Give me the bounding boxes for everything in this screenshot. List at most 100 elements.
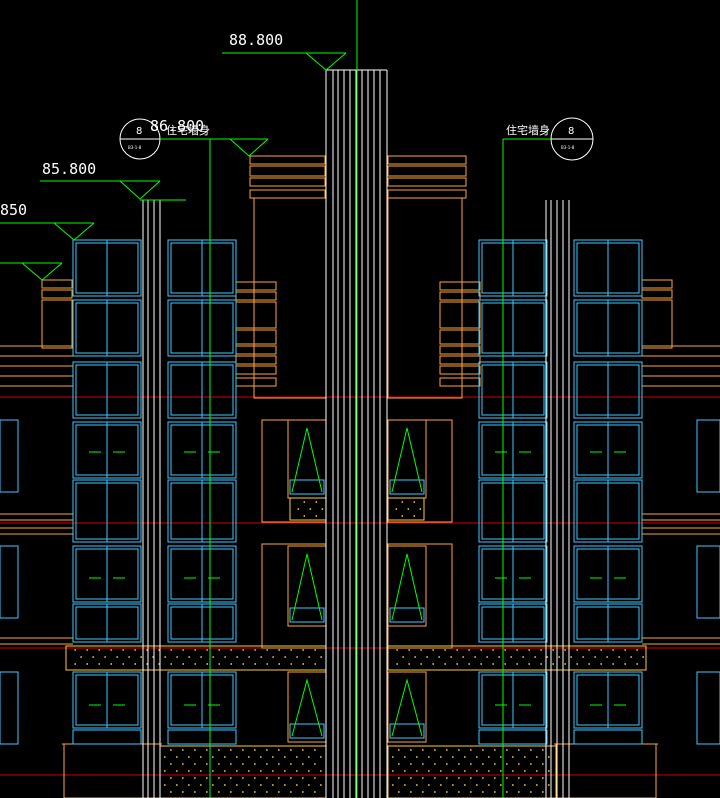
floor-hatch-right-dot: [540, 663, 543, 665]
door-hatch-dot: [315, 515, 318, 517]
floor-hatch-right-dot: [576, 649, 579, 651]
floor-hatch-left-dot: [122, 663, 125, 665]
base-hatch-left-dot: [265, 791, 268, 793]
floor-hatch-right-dot: [588, 649, 591, 651]
floor-hatch-left-dot: [230, 663, 233, 665]
door-swing: [391, 553, 423, 621]
floor-hatch-right-dot: [420, 663, 423, 665]
floor-hatch-right-dot: [558, 656, 561, 658]
base-hatch-left-dot: [187, 770, 190, 772]
base-hatch-left-dot: [211, 770, 214, 772]
base-hatch-left-dot: [253, 777, 256, 779]
base-hatch-left-dot: [283, 756, 286, 758]
base-hatch-left-dot: [163, 770, 166, 772]
base-hatch-left-dot: [235, 784, 238, 786]
base-hatch-right-dot: [409, 749, 412, 751]
door-hatch-dot: [419, 508, 422, 510]
floor-hatch-right-dot: [576, 663, 579, 665]
left-balcony-slab: [235, 365, 277, 375]
floor-hatch-left-dot: [116, 656, 119, 658]
base-hatch-left-dot: [217, 763, 220, 765]
floor-hatch-right-dot: [456, 663, 459, 665]
base-hatch-left-dot: [277, 777, 280, 779]
base-hatch-left-dot: [259, 770, 262, 772]
core-wall-left: [253, 197, 327, 399]
door-hatch-dot: [407, 508, 410, 510]
window-col-b-pane-inner: [170, 482, 234, 540]
base-hatch-right-dot: [397, 791, 400, 793]
base-hatch-right-dot: [433, 791, 436, 793]
base-hatch-right-dot: [469, 763, 472, 765]
base-hatch-left-dot: [241, 749, 244, 751]
base-hatch-left-dot: [217, 791, 220, 793]
base-hatch-left-dot: [319, 784, 322, 786]
base-hatch-right-dot: [469, 777, 472, 779]
base-hatch-right-dot: [415, 784, 418, 786]
base-hatch-right-dot: [421, 791, 424, 793]
floor-hatch-right-dot: [624, 649, 627, 651]
floor-hatch-left-dot: [86, 663, 89, 665]
door-swing: [291, 427, 323, 493]
base-hatch-left-dot: [283, 784, 286, 786]
edge-window: [0, 671, 19, 745]
base-hatch-right-dot: [529, 763, 532, 765]
door-sill: [389, 723, 425, 739]
floor-hatch-right-dot: [420, 649, 423, 651]
mid-bay: [387, 419, 453, 523]
core-wall-right: [387, 197, 463, 399]
floor-hatch-left-dot: [110, 649, 113, 651]
floor-hatch-right-dot: [498, 656, 501, 658]
base-hatch-left-dot: [181, 777, 184, 779]
base-hatch-left-dot: [277, 791, 280, 793]
floor-hatch-left-dot: [170, 649, 173, 651]
base-hatch-right-dot: [517, 763, 520, 765]
base-hatch-right-dot: [493, 763, 496, 765]
floor-hatch-right-dot: [468, 649, 471, 651]
base-hatch-left-dot: [247, 770, 250, 772]
floor-hatch-right-dot: [432, 649, 435, 651]
base-hatch-right-dot: [505, 791, 508, 793]
floor-hatch-right-dot: [474, 656, 477, 658]
base-hatch-right-dot: [397, 777, 400, 779]
detail-tag-right-number: 8: [568, 126, 574, 137]
base-hatch-left-dot: [211, 756, 214, 758]
floor-hatch-left-dot: [266, 649, 269, 651]
door-frame: [387, 671, 427, 743]
window-col-c-sill: [478, 729, 548, 745]
base-hatch-left-dot: [193, 763, 196, 765]
window-col-c-pane-inner: [481, 606, 545, 640]
base-hatch-right-dot: [415, 756, 418, 758]
right-balcony-slab: [439, 329, 481, 345]
base-hatch-right-dot: [427, 756, 430, 758]
floor-hatch-right-dot: [504, 663, 507, 665]
base-hatch-right-dot: [415, 770, 418, 772]
base-hatch-left-dot: [169, 749, 172, 751]
base-hatch-left-dot: [253, 763, 256, 765]
floor-hatch-left-dot: [290, 663, 293, 665]
floor-hatch-left-dot: [320, 656, 323, 658]
door-hatch-dot: [401, 501, 404, 503]
door-hatch-dot: [303, 515, 306, 517]
floor-hatch-left-dot: [164, 656, 167, 658]
floor-hatch-right-dot: [456, 649, 459, 651]
base-hatch-right-dot: [451, 770, 454, 772]
window-col-d-pane-inner: [576, 424, 640, 476]
base-hatch-left-dot: [295, 770, 298, 772]
crown-cap: [387, 155, 467, 165]
base-hatch-right-dot: [487, 770, 490, 772]
base-hatch-right-dot: [523, 784, 526, 786]
base-hatch-right-dot: [493, 791, 496, 793]
base-hatch-left-dot: [187, 756, 190, 758]
base-hatch-right-dot: [529, 777, 532, 779]
base-hatch-left-dot: [181, 763, 184, 765]
base-hatch-right-dot: [403, 784, 406, 786]
left-balcony-slab: [235, 329, 277, 345]
base-hatch-left-dot: [229, 791, 232, 793]
base-hatch-right-dot: [445, 791, 448, 793]
base-hatch-right: [387, 745, 557, 798]
base-hatch-right-dot: [541, 791, 544, 793]
floor-hatch-right-dot: [588, 663, 591, 665]
base-hatch-left-dot: [319, 770, 322, 772]
base-hatch-left-dot: [205, 749, 208, 751]
base-hatch-right-dot: [397, 749, 400, 751]
